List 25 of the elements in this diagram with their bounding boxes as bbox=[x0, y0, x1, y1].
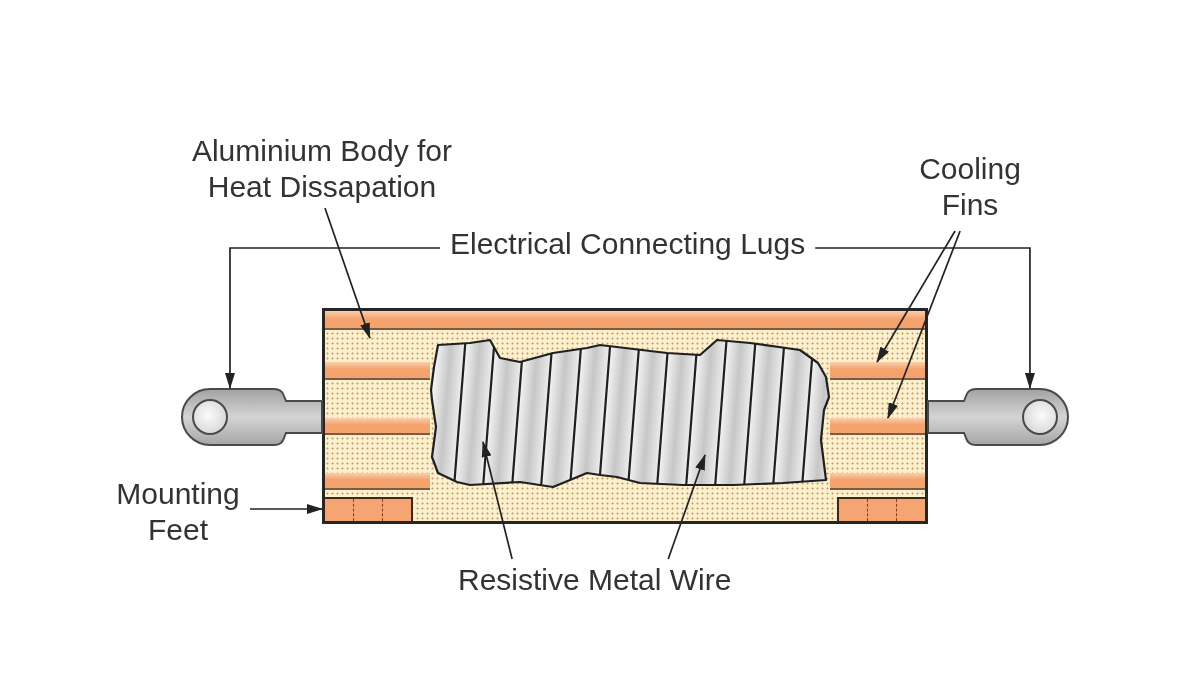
mounting-foot bbox=[325, 497, 413, 521]
mounting-foot bbox=[837, 497, 925, 521]
aluminium-body bbox=[322, 308, 928, 524]
leader-arrow bbox=[249, 504, 323, 514]
leader-arrow bbox=[225, 247, 441, 389]
part-label: Electrical Connecting Lugs bbox=[450, 226, 806, 262]
leader-arrow bbox=[876, 230, 956, 363]
cooling-fin bbox=[325, 311, 925, 330]
cooling-fin bbox=[325, 418, 430, 435]
part-label: Aluminium Body for Heat Dissapation bbox=[190, 133, 454, 205]
part-label: Cooling Fins bbox=[918, 151, 1022, 223]
leader-arrow bbox=[667, 454, 706, 560]
part-label: Resistive Metal Wire bbox=[458, 562, 732, 598]
leader-arrow bbox=[887, 230, 961, 419]
leader-arrow bbox=[481, 441, 513, 560]
cooling-fin bbox=[325, 362, 430, 380]
cooling-fin bbox=[830, 362, 925, 380]
cooling-fin bbox=[830, 418, 925, 435]
connecting-lug bbox=[928, 388, 1072, 446]
leader-arrow bbox=[814, 247, 1035, 389]
cooling-fin bbox=[325, 473, 430, 490]
connecting-lug bbox=[178, 388, 322, 446]
cooling-fin bbox=[830, 473, 925, 490]
leader-arrow bbox=[324, 207, 371, 339]
part-label: Mounting Feet bbox=[115, 476, 241, 548]
